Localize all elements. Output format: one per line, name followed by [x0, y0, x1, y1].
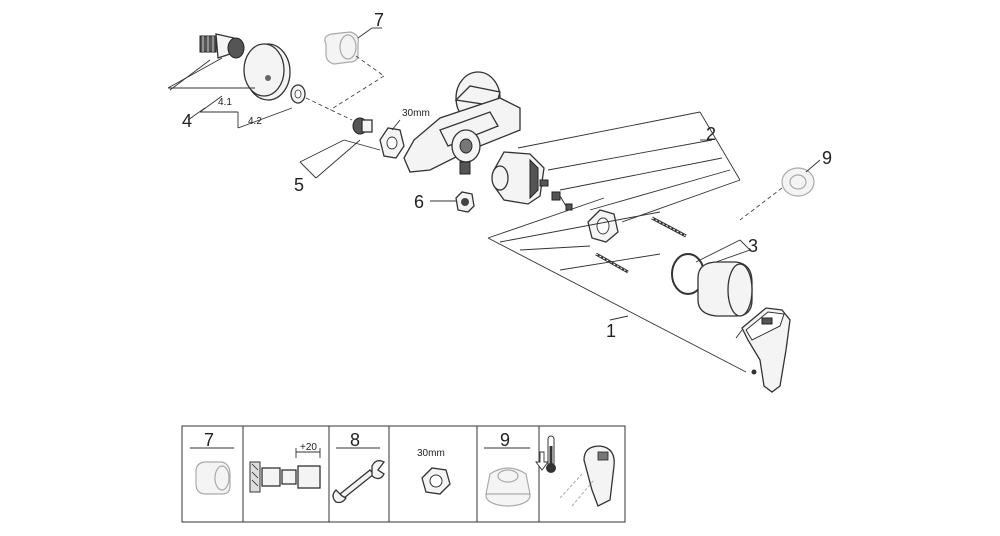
callout-3: 3 [748, 236, 758, 256]
legend-part-7-icon [195, 461, 231, 495]
callout-5: 5 [294, 175, 304, 195]
part-7-ghost [324, 27, 385, 77]
thermometer-icon [546, 435, 556, 473]
legend-label-7: 7 [204, 430, 214, 450]
legend-label-9: 9 [500, 430, 510, 450]
mounting-bolts [595, 216, 687, 274]
legend-nut-icon [421, 467, 451, 495]
leader-lines-1 [487, 197, 747, 373]
part-4-escutcheon [243, 43, 291, 101]
cartridge [491, 151, 549, 205]
wrench-icon [332, 460, 385, 504]
part-6-nut [430, 191, 475, 213]
legend-label-8: 8 [350, 430, 360, 450]
legend-extension-icon [249, 448, 321, 493]
part-3-sleeve [697, 261, 753, 317]
leader-lines-3 [695, 239, 751, 263]
legend-lever-icon [559, 445, 615, 507]
mixer-body [403, 71, 521, 175]
cartridge-screws [551, 191, 573, 211]
legend-label-30mm: 30mm [417, 448, 445, 459]
cartridge-nut [587, 209, 619, 243]
assembly-axis-2 [329, 75, 385, 111]
leader-30mm [391, 119, 401, 131]
callout-7: 7 [374, 10, 384, 30]
part-4-2-washer [290, 84, 306, 104]
callout-9: 9 [822, 148, 832, 168]
callout-4-1: 4.1 [218, 97, 232, 108]
accessory-legend: 7 +20 8 30mm [181, 425, 626, 523]
callout-1: 1 [606, 321, 616, 341]
callout-4-2: 4.2 [248, 116, 262, 127]
callout-2: 2 [706, 124, 716, 144]
part-5-nipple [352, 117, 373, 135]
leader-lines-4 [167, 57, 293, 129]
callout-30mm: 30mm [402, 108, 430, 119]
part-9-ghost [739, 159, 821, 221]
arrow-down-icon [535, 451, 549, 471]
callout-6: 6 [414, 192, 424, 212]
callout-4: 4 [182, 111, 192, 131]
lever-handle [735, 307, 791, 393]
leader-lines-5 [299, 139, 381, 179]
part-5-nut [379, 127, 405, 159]
legend-label-plus20: +20 [300, 442, 317, 453]
assembly-axis [305, 97, 353, 121]
part-4-connector [199, 33, 245, 59]
legend-part-9-icon [485, 467, 531, 507]
